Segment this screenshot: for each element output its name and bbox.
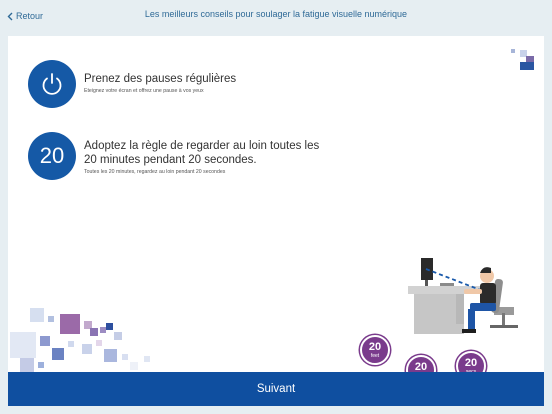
- badge-unit: feet: [370, 353, 380, 359]
- badge-secs: 20 secs: [456, 351, 486, 372]
- tip-20-20-20: 20 Adoptez la règle de regarder au loin …: [28, 132, 319, 180]
- number-badge: 20: [28, 132, 76, 180]
- power-icon-circle: [28, 60, 76, 108]
- tip-title-line-1: Adoptez la règle de regarder au loin tou…: [84, 140, 320, 152]
- page-title: Les meilleurs conseils pour soulager la …: [144, 9, 408, 19]
- badge-value: 20: [414, 361, 428, 372]
- badge-unit: secs: [465, 369, 477, 372]
- top-nav-bar: Retour Les meilleurs conseils pour soula…: [0, 0, 552, 30]
- tip-title: Prenez des pauses régulières: [84, 73, 237, 85]
- back-label: Retour: [16, 11, 44, 21]
- tip-subtitle: Toutes les 20 minutes, regardez au loin …: [84, 169, 226, 175]
- tip-subtitle: Eteignez votre écran et offrez une pause…: [84, 88, 204, 94]
- tip-title-line-2: 20 minutes pendant 20 secondes.: [84, 154, 257, 166]
- badge-feet: 20 feet: [360, 335, 390, 365]
- chevron-left-icon: [7, 12, 13, 20]
- content-card: Prenez des pauses régulières Eteignez vo…: [8, 36, 544, 372]
- badge-value: 20: [368, 341, 382, 353]
- workstation-illustration: 20 feet 20 mins 20 secs: [348, 251, 544, 372]
- back-button[interactable]: Retour: [7, 9, 43, 23]
- next-button[interactable]: Suivant: [8, 372, 544, 406]
- tip-number: 20: [39, 143, 65, 168]
- power-icon: [42, 73, 62, 95]
- badge-value: 20: [464, 357, 478, 369]
- tip-pauses: Prenez des pauses régulières Eteignez vo…: [28, 60, 236, 108]
